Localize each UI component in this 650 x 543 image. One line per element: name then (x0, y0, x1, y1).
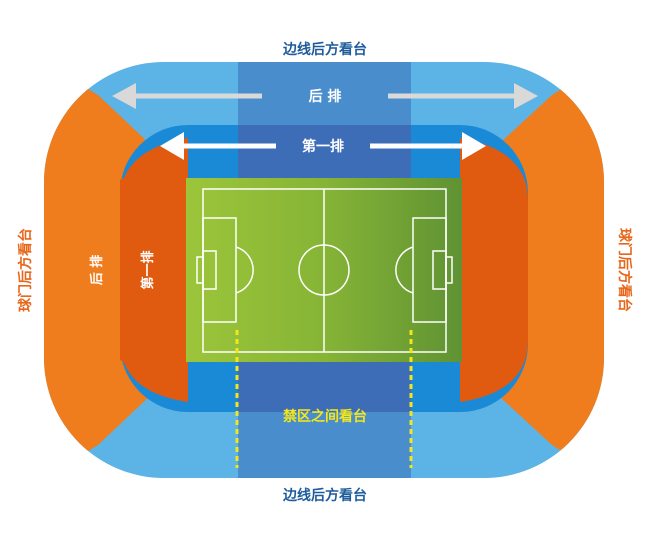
top-center-section[interactable] (238, 62, 411, 127)
back-row-arrow (112, 83, 538, 109)
right-goal-stand-label: 球门后方看台 (616, 228, 633, 312)
left-first-row-label: 第一排 (140, 250, 156, 289)
left-goal-stand-inner-round (120, 138, 188, 402)
pitch (186, 178, 462, 362)
right-goal-stand-inner-round[interactable] (460, 138, 528, 402)
bottom-sideline-stand-label: 边线后方看台 (282, 487, 367, 504)
first-row-arrow (160, 132, 486, 160)
bottom-center-first-row[interactable] (238, 362, 411, 412)
top-sideline-stand-label: 边线后方看台 (282, 41, 367, 58)
restricted-zone-label: 禁区之间看台 (283, 408, 367, 425)
left-back-row-label: 后 排 (89, 255, 105, 286)
back-row-label: 后 排 (309, 88, 342, 105)
top-center-first-row[interactable] (238, 125, 411, 178)
bottom-center-section[interactable] (238, 412, 411, 478)
left-goal-stand-label: 球门后方看台 (17, 228, 34, 312)
first-row-label: 第一排 (302, 138, 344, 155)
